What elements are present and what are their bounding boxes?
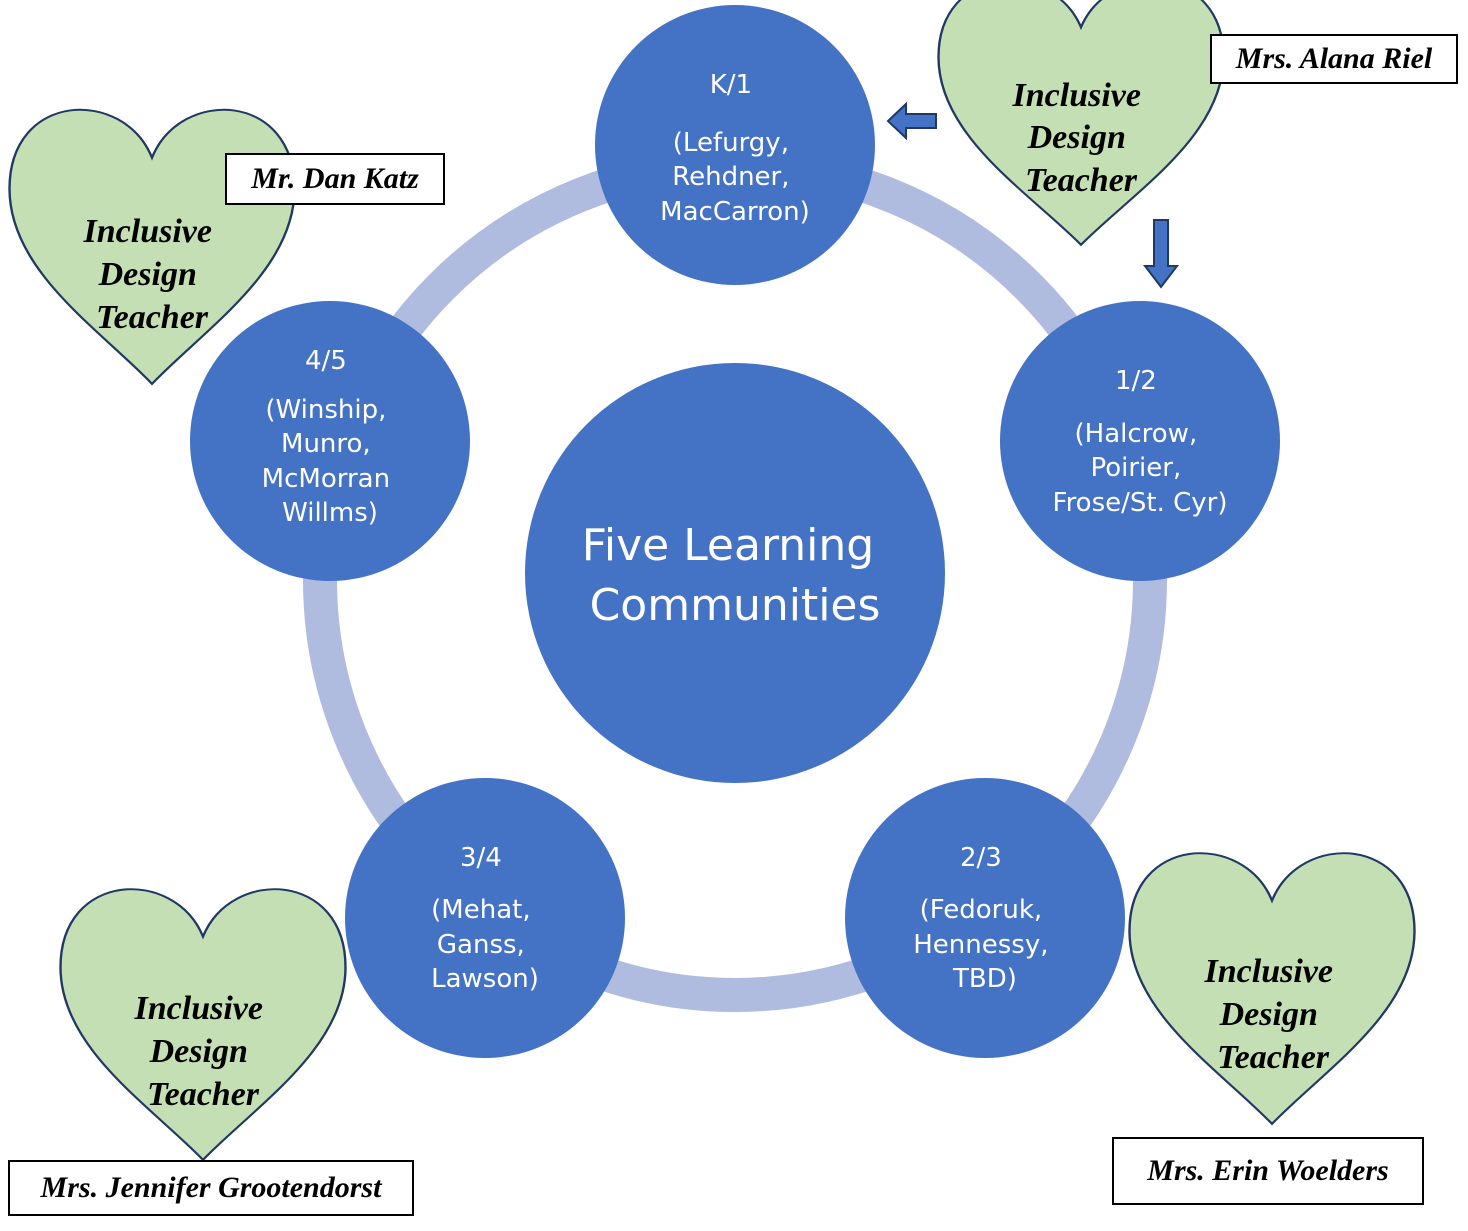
community-teacher: (Fedoruk, xyxy=(920,895,1043,925)
heart-role-line: Teacher xyxy=(147,1076,260,1113)
community-circle xyxy=(1000,301,1280,581)
heart-role-line: Design xyxy=(98,256,197,293)
arrow-down-icon xyxy=(1142,219,1180,289)
community-teacher: (Lefurgy, xyxy=(673,128,789,158)
heart-role-text: Inclusive Design Teacher xyxy=(134,990,272,1113)
community-teacher: MacCarron) xyxy=(660,197,810,227)
heart-role-line: Design xyxy=(149,1033,248,1070)
heart-role-line: Design xyxy=(1027,119,1126,156)
heart-role-text: Inclusive Design Teacher xyxy=(1204,953,1342,1076)
heart-role-line: Teacher xyxy=(1217,1039,1330,1076)
community-teacher: Poirier, xyxy=(1090,453,1181,483)
community-1-2: 1/2 (Halcrow, Poirier, Frose/St. Cyr) xyxy=(1000,301,1280,581)
community-circle xyxy=(190,301,470,581)
heart-role-text: Inclusive Design Teacher xyxy=(1012,77,1150,199)
center-circle xyxy=(525,363,945,783)
teacher-name-label-jennifer-grootendorst: Mrs. Jennifer Grootendorst xyxy=(8,1160,414,1216)
community-teacher: Rehdner, xyxy=(672,162,789,192)
community-label: 3/4 (Mehat, Ganss, Lawson) xyxy=(431,843,539,994)
heart-role-line: Design xyxy=(1219,996,1318,1033)
community-grade: 4/5 xyxy=(305,346,347,376)
community-teacher: (Winship, xyxy=(265,395,386,425)
teacher-name-label-erin-woelders: Mrs. Erin Woelders xyxy=(1112,1137,1424,1205)
community-grade: 3/4 xyxy=(460,843,502,873)
community-circle xyxy=(345,778,625,1058)
arrow-left-icon xyxy=(886,101,937,141)
community-teacher: Willms) xyxy=(282,498,378,528)
community-grade: 1/2 xyxy=(1115,366,1157,396)
community-label: K/1 (Lefurgy, Rehdner, MacCarron) xyxy=(660,70,810,227)
community-circle xyxy=(595,5,875,285)
community-label: 1/2 (Halcrow, Poirier, Frose/St. Cyr) xyxy=(1053,366,1228,518)
community-teacher: Munro, xyxy=(281,429,371,459)
community-teacher: (Mehat, xyxy=(431,895,530,925)
teacher-name-label-dan-katz: Mr. Dan Katz xyxy=(225,153,445,205)
community-teacher: Lawson) xyxy=(431,964,539,994)
community-2-3: 2/3 (Fedoruk, Hennessy, TBD) xyxy=(845,778,1125,1058)
community-circle xyxy=(845,778,1125,1058)
community-label: 2/3 (Fedoruk, Hennessy, TBD) xyxy=(913,843,1057,994)
heart-role-line: Inclusive xyxy=(83,213,212,250)
community-grade: K/1 xyxy=(710,70,752,100)
center-title: Five Learning Communities xyxy=(582,520,888,631)
heart-role-text: Inclusive Design Teacher xyxy=(83,213,221,336)
community-grade: 2/3 xyxy=(960,843,1002,873)
teacher-name-label-alana-riel: Mrs. Alana Riel xyxy=(1210,34,1458,84)
community-label: 4/5 (Winship, Munro, McMorran Willms) xyxy=(262,346,399,528)
heart-role-line: Inclusive xyxy=(134,990,263,1027)
community-teacher: McMorran xyxy=(262,464,390,494)
community-k1: K/1 (Lefurgy, Rehdner, MacCarron) xyxy=(595,5,875,285)
heart-role-line: Teacher xyxy=(96,299,209,336)
community-teacher: (Halcrow, xyxy=(1075,419,1198,449)
community-teacher: Frose/St. Cyr) xyxy=(1053,488,1228,518)
heart-role-line: Inclusive xyxy=(1204,953,1333,990)
center-title-line-2: Communities xyxy=(590,580,881,631)
community-4-5: 4/5 (Winship, Munro, McMorran Willms) xyxy=(190,301,470,581)
heart-role-line: Inclusive xyxy=(1012,77,1141,114)
community-teacher: TBD) xyxy=(952,964,1017,994)
community-teacher: Ganss, xyxy=(437,930,525,960)
community-3-4: 3/4 (Mehat, Ganss, Lawson) xyxy=(345,778,625,1058)
community-teacher: Hennessy, xyxy=(913,930,1048,960)
heart-role-line: Teacher xyxy=(1025,162,1138,199)
center-title-line-1: Five Learning xyxy=(582,520,874,571)
